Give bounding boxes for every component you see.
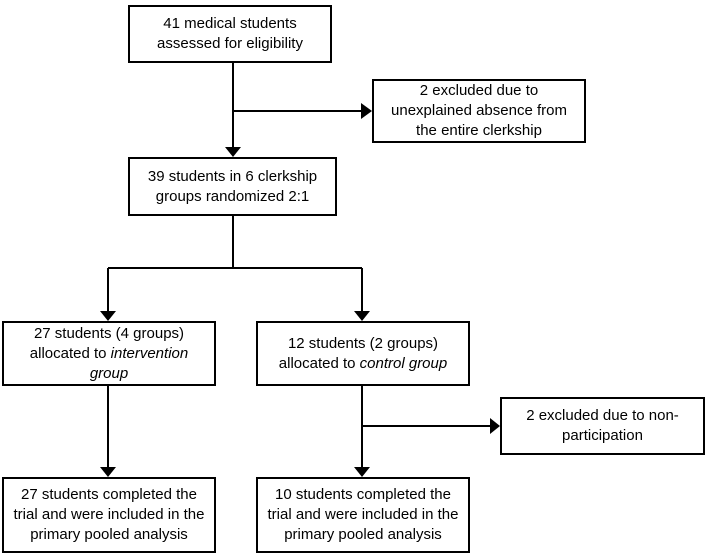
intervention-line-2-italic: intervention	[110, 344, 189, 362]
control-completed-line-2: trial and were included in the	[267, 506, 459, 523]
control-completed-line-1: 10 students completed the	[275, 486, 451, 503]
intervention-completed-line-2: trial and were included in the	[13, 506, 205, 523]
control-completed-box: 10 students completed the trial and were…	[256, 477, 470, 553]
intervention-line-2: allocated to intervention	[30, 344, 188, 364]
excluded-absence-line-1: 2 excluded due to	[419, 82, 539, 99]
intervention-line-1: 27 students (4 groups)	[33, 324, 185, 342]
randomized-line-1: 39 students in 6 clerkship	[147, 167, 318, 185]
randomized-box: 39 students in 6 clerkship groups random…	[128, 157, 337, 216]
assessed-line-1: 41 medical students	[163, 15, 297, 32]
arrowhead-randomized	[225, 147, 241, 157]
intervention-completed-box: 27 students completed the trial and were…	[2, 477, 216, 553]
arrowhead-intervention	[100, 311, 116, 321]
excluded-nonparticipation-box: 2 excluded due to non- participation	[500, 397, 705, 455]
excluded-nonparticipation-line-1: 2 excluded due to non-	[526, 407, 679, 424]
intervention-completed-line-3: primary pooled analysis	[30, 526, 188, 543]
assessed-line-2: assessed for eligibility	[157, 35, 303, 52]
control-line-2-prefix: allocated to	[278, 354, 360, 372]
arrowhead-control-completed	[354, 467, 370, 477]
assessed-box: 41 medical students assessed for eligibi…	[128, 5, 332, 63]
excluded-absence-box: 2 excluded due to unexplained absence fr…	[372, 79, 586, 143]
control-box: 12 students (2 groups) allocated to cont…	[256, 321, 470, 386]
arrowhead-excluded-nonparticipation	[490, 418, 500, 434]
arrowhead-control	[354, 311, 370, 321]
control-line-1: 12 students (2 groups)	[287, 334, 439, 352]
intervention-line-3: group	[89, 364, 129, 382]
control-line-2-italic: control group	[359, 354, 448, 372]
excluded-absence-line-2: unexplained absence from	[391, 102, 567, 119]
control-completed-line-3: primary pooled analysis	[284, 526, 442, 543]
randomized-line-2: groups randomized 2:1	[155, 187, 310, 205]
intervention-line-2-prefix: allocated to	[29, 344, 111, 362]
excluded-absence-line-3: the entire clerkship	[416, 122, 542, 139]
intervention-completed-line-1: 27 students completed the	[21, 486, 197, 503]
excluded-nonparticipation-line-2: participation	[562, 427, 643, 444]
control-line-2: allocated to control group	[279, 354, 447, 374]
arrowhead-excluded-absence	[361, 103, 372, 119]
arrowhead-intervention-completed	[100, 467, 116, 477]
intervention-box: 27 students (4 groups) allocated to inte…	[2, 321, 216, 386]
